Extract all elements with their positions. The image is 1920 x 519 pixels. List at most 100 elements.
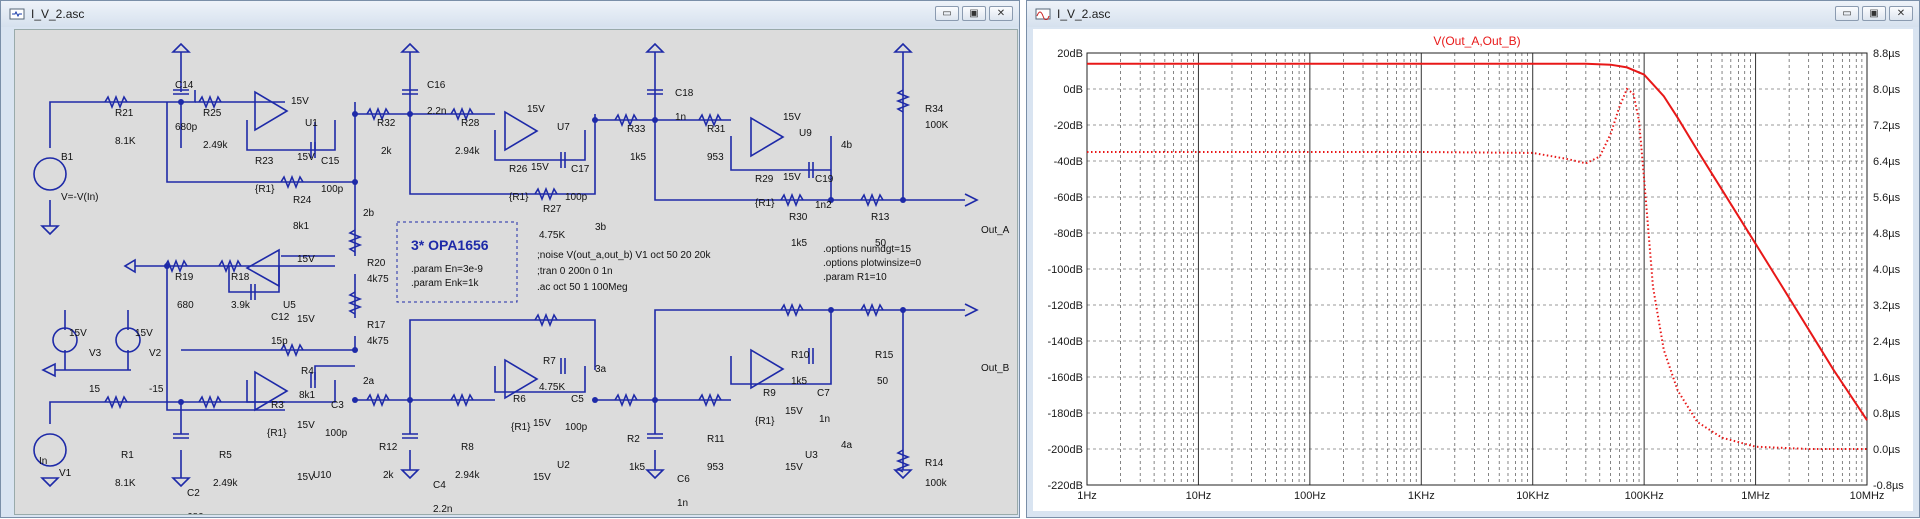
schematic-label: {R1}	[255, 184, 275, 195]
opamp-box	[396, 221, 518, 303]
schematic-label: R1	[121, 450, 134, 461]
schematic-label: 15V	[533, 418, 551, 429]
schematic-label: 15V	[291, 96, 309, 107]
bode-plot[interactable]: V(Out_A,Out_B) 20dB0dB-20dB-40dB-60dB-80…	[1033, 29, 1913, 513]
schematic-label: R14	[925, 458, 944, 469]
schematic-label: R29	[755, 174, 774, 185]
schematic-label: U7	[557, 122, 570, 133]
schematic-drawing: C14680pR218.1KR252.49kB1V=-V(In)15VU115V…	[33, 42, 1010, 519]
x-tick: 100KHz	[1625, 490, 1664, 502]
y-left-tick: -20dB	[1054, 120, 1083, 132]
x-tick: 1MHz	[1741, 490, 1770, 502]
directive-numdgt: .options numdgt=15	[823, 244, 912, 255]
minimize-button[interactable]: ▭	[935, 6, 959, 21]
plot-title: I_V_2.asc	[1057, 7, 1111, 21]
schematic-label: C16	[427, 80, 446, 91]
schematic-label: 4.75K	[539, 382, 565, 393]
schematic-label: 8k1	[299, 390, 316, 401]
y-right-tick: 4.8µs	[1873, 228, 1901, 240]
schematic-labels: C14680pR218.1KR252.49kB1V=-V(In)15VU115V…	[39, 80, 1010, 519]
y-right-tick: 8.8µs	[1873, 48, 1901, 60]
schematic-label: 15	[89, 384, 101, 395]
schematic-label: 100p	[565, 192, 588, 203]
schematic-label: 100k	[925, 478, 948, 489]
schematic-label: R34	[925, 104, 944, 115]
schematic-label: 680p	[187, 512, 210, 514]
schematic-label: {R1}	[755, 198, 775, 209]
schematic-label: 15V	[531, 162, 549, 173]
schematic-label: C3	[331, 400, 344, 411]
schematic-label: 15V	[297, 314, 315, 325]
schematic-label: R23	[255, 156, 274, 167]
schematic-label: 3a	[595, 364, 607, 375]
schematic-label: R20	[367, 258, 386, 269]
schematic-label: Out_B	[981, 363, 1010, 374]
schematic-label: 8.1K	[115, 478, 136, 489]
schematic-label: R8	[461, 442, 474, 453]
schematic-label: R28	[461, 118, 480, 129]
schematic-window: I_V_2.asc ▭ ▣ ✕	[0, 0, 1020, 519]
schematic-label: 15V	[69, 328, 87, 339]
schematic-label: 1k5	[791, 376, 808, 387]
schematic-label: C12	[271, 312, 290, 323]
y-left-tick: -60dB	[1054, 192, 1083, 204]
schematic-titlebar[interactable]: I_V_2.asc ▭ ▣ ✕	[1, 1, 1019, 27]
schematic-label: U9	[799, 128, 812, 139]
close-button[interactable]: ✕	[989, 6, 1013, 21]
schematic-label: C15	[321, 156, 340, 167]
maximize-button[interactable]: ▣	[1862, 6, 1886, 21]
schematic-label: U2	[557, 460, 570, 471]
schematic-label: {R1}	[267, 428, 287, 439]
schematic-label: R17	[367, 320, 386, 331]
schematic-label: 2.94k	[455, 470, 480, 481]
schematic-label: 15V	[783, 112, 801, 123]
schematic-label: 50	[875, 238, 887, 249]
schematic-label: 15p	[271, 336, 288, 347]
schematic-label: 3.9k	[231, 300, 251, 311]
schematic-doc-icon	[9, 8, 25, 20]
schematic-label: 3b	[595, 222, 607, 233]
schematic-label: 1n2	[815, 200, 832, 211]
schematic-label: 15V	[783, 172, 801, 183]
schematic-label: R26	[509, 164, 528, 175]
schematic-label: 4b	[841, 140, 853, 151]
y-right-tick: 1.6µs	[1873, 372, 1901, 384]
y-left-tick: -200dB	[1048, 444, 1083, 456]
schematic-label: 8k1	[293, 221, 310, 232]
trace-title[interactable]: V(Out_A,Out_B)	[1433, 34, 1520, 48]
plot-frame	[1086, 52, 1868, 486]
y-right-tick: 2.4µs	[1873, 336, 1901, 348]
x-tick: 10KHz	[1516, 490, 1549, 502]
schematic-label: C5	[571, 394, 584, 405]
opamp-box-title: 3* OPA1656	[411, 237, 489, 253]
schematic-label: U3	[805, 450, 818, 461]
schematic-label: 953	[707, 152, 724, 163]
schematic-label: R18	[231, 272, 250, 283]
directive-plotwinsize: .options plotwinsize=0	[823, 258, 922, 269]
schematic-label: R3	[271, 400, 284, 411]
schematic-label: R6	[513, 394, 526, 405]
schematic-label: 2.49k	[213, 478, 238, 489]
schematic-label: V2	[149, 348, 162, 359]
schematic-label: R11	[707, 434, 725, 445]
schematic-label: C6	[677, 474, 690, 485]
schematic-label: C7	[817, 388, 830, 399]
waveform-icon	[1035, 8, 1051, 20]
group-delay-trace	[1087, 87, 1867, 450]
schematic-label: C4	[433, 480, 446, 491]
minimize-button[interactable]: ▭	[1835, 6, 1859, 21]
schematic-label: R30	[789, 212, 808, 223]
schematic-label: R12	[379, 442, 398, 453]
close-button[interactable]: ✕	[1889, 6, 1913, 21]
schematic-label: Out_A	[981, 225, 1010, 236]
maximize-button[interactable]: ▣	[962, 6, 986, 21]
y-axis-left: 20dB0dB-20dB-40dB-60dB-80dB-100dB-120dB-…	[1048, 48, 1083, 492]
schematic-label: R10	[791, 350, 810, 361]
schematic-label: 2k	[383, 470, 395, 481]
plot-titlebar[interactable]: I_V_2.asc ▭ ▣ ✕	[1027, 1, 1919, 27]
schematic-label: C18	[675, 88, 694, 99]
schematic-label: R32	[377, 118, 396, 129]
